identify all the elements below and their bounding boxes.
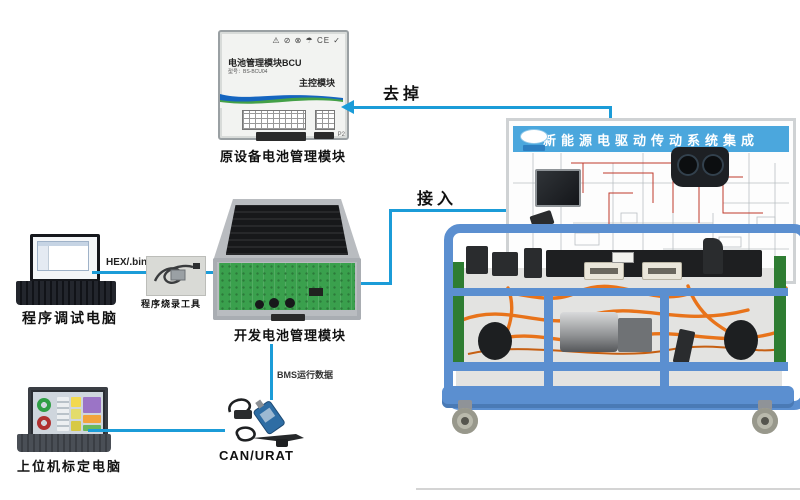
wave-graphic <box>220 94 343 108</box>
ecu-shelf <box>546 250 762 280</box>
connect-label: 接入 <box>417 191 458 208</box>
tile-graphic <box>71 409 81 419</box>
bench-frame <box>444 224 800 410</box>
pinout-table-right <box>315 110 335 130</box>
relay-box <box>466 246 488 274</box>
bms-data-label: BMS运行数据 <box>277 370 333 380</box>
bench-banner: 新能源电驱动传动系统集成 <box>513 126 789 152</box>
gauge-icon <box>702 154 724 176</box>
pinout-table-left <box>242 110 306 130</box>
bench-banner-title: 新能源电驱动传动系统集成 <box>542 132 759 148</box>
bcu-title: 电池管理模块BCU <box>228 58 302 68</box>
calib-laptop-screen <box>28 387 108 441</box>
connection-connect-line <box>389 209 600 212</box>
hex-label: HEX/.bin <box>106 257 148 268</box>
bcu-model: 型号：BS-BCU04 <box>228 69 268 75</box>
connection-bms-line <box>270 344 273 400</box>
frame-rail <box>452 288 788 296</box>
case-handle <box>271 314 305 321</box>
pcb-component <box>285 298 295 308</box>
gear-shifter <box>703 238 723 274</box>
flash-tool-caption: 程序烧录工具 <box>141 299 202 309</box>
debug-pc-caption: 程序调试电脑 <box>22 310 118 326</box>
certification-icons: ⚠ ⊘ ⊗ ☂ CE ✓ <box>272 36 341 45</box>
remove-label: 去掉 <box>383 86 424 103</box>
ecu-connector-module <box>584 262 624 280</box>
frame-post <box>660 296 669 386</box>
dev-module-caption: 开发电池管理模块 <box>233 328 346 343</box>
pie-chart-graphic <box>37 416 51 430</box>
bcu-caption: 原设备电池管理模块 <box>219 149 346 164</box>
frame-rail <box>452 362 788 371</box>
connector-block <box>256 132 306 141</box>
tile-graphic <box>83 397 101 413</box>
connection-can-line <box>88 429 225 432</box>
can-adapter-caption: CAN/URAT <box>219 448 294 463</box>
brand-logo <box>521 130 547 143</box>
pie-chart-graphic <box>37 398 51 412</box>
brand-tag <box>523 145 545 151</box>
bench-base <box>442 386 794 408</box>
caster-wheel <box>452 400 478 434</box>
connection-connect-line <box>358 282 392 285</box>
tile-graphic <box>71 397 81 407</box>
bcu-subtitle: 主控模块 <box>298 78 335 88</box>
bench-display-screen <box>535 169 581 207</box>
gauge-icon <box>677 154 699 176</box>
frame-post <box>544 296 553 386</box>
dev-module-case <box>213 258 361 321</box>
instrument-cluster <box>671 147 729 187</box>
pcb-component <box>255 300 264 309</box>
case-foam <box>225 205 349 255</box>
tile-graphic <box>83 415 101 423</box>
wheel-hub <box>724 320 758 360</box>
data-list-graphic <box>57 397 69 431</box>
calib-laptop-keyboard <box>17 434 111 452</box>
relay-box <box>524 248 542 278</box>
pcb-rack-right <box>774 256 786 364</box>
arrow-left-icon <box>341 100 354 114</box>
bcu-module-photo: ⚠ ⊘ ⊗ ☂ CE ✓ 电池管理模块BCU 型号：BS-BCU04 主控模块 … <box>218 30 349 141</box>
connection-remove-line <box>352 106 612 109</box>
debug-laptop-keyboard <box>16 281 116 305</box>
pcb-component <box>309 288 323 296</box>
can-adapter-photo <box>228 398 304 447</box>
calib-pc-caption: 上位机标定电脑 <box>17 459 123 474</box>
gearbox <box>618 318 652 352</box>
relay-box <box>492 252 518 276</box>
ecu-label-plate <box>612 252 634 263</box>
flash-tool-photo <box>146 256 206 296</box>
caster-wheel <box>752 400 778 434</box>
tile-graphic <box>71 421 81 431</box>
connector-block <box>314 132 334 139</box>
motor <box>560 312 618 352</box>
connection-connect-line <box>389 210 392 285</box>
debug-laptop-screen <box>30 234 100 282</box>
ecu-connector-module <box>642 262 682 280</box>
cable-graphic <box>153 263 200 284</box>
tile-graphic <box>83 425 101 431</box>
floor-line <box>416 488 800 490</box>
pcb-rack-left <box>452 262 464 362</box>
case-lid <box>214 199 360 258</box>
pcb-component <box>269 298 279 308</box>
wheel-hub <box>478 322 512 360</box>
port-label: P2 <box>337 132 345 138</box>
